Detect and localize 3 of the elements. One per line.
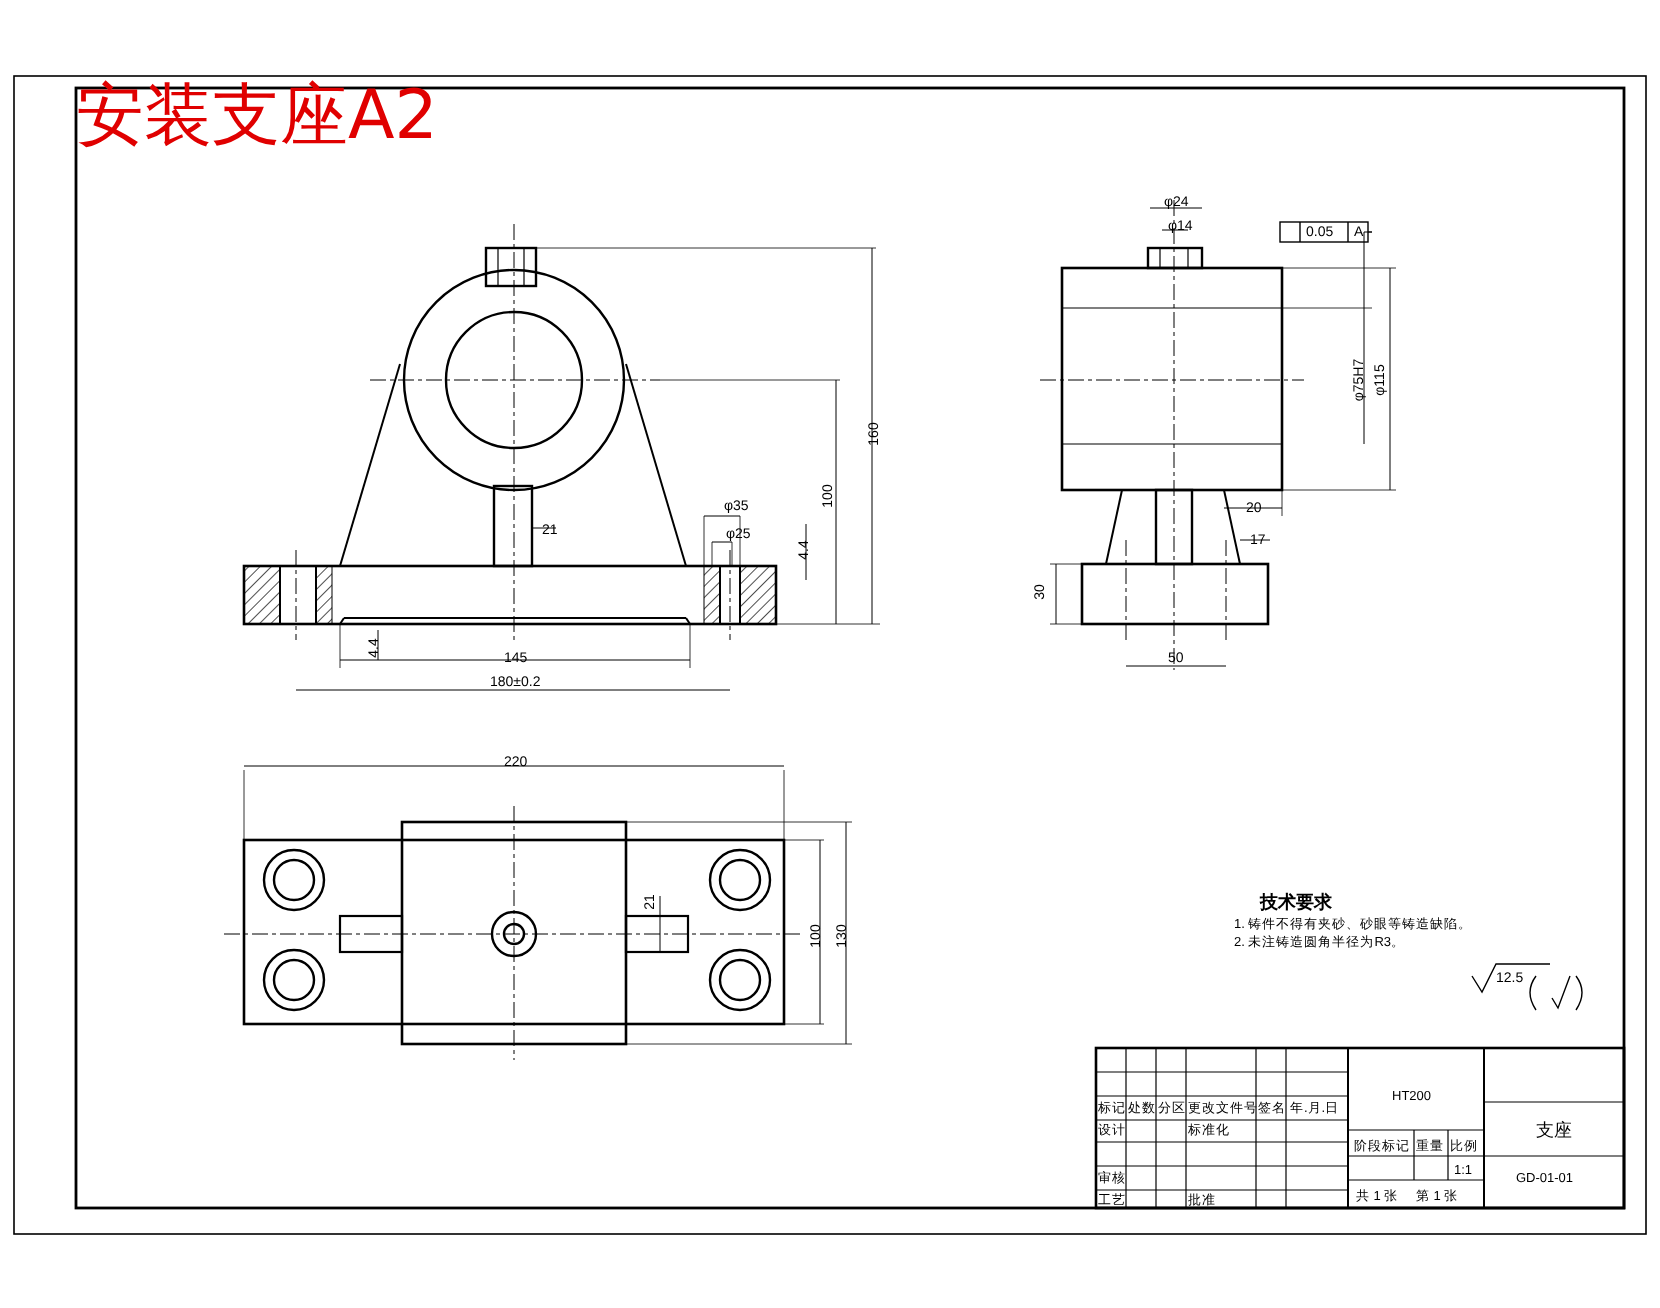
heading: 技术要求	[1260, 894, 1332, 910]
table-text: 支座	[1536, 1122, 1572, 1138]
drawing-title: 安装支座A2	[76, 76, 438, 156]
